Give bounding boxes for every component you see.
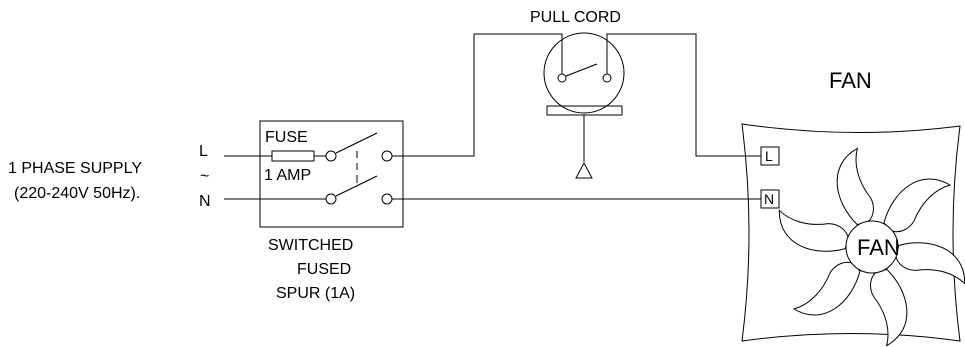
fan-hub: [845, 220, 899, 274]
neutral-switch-blade: [335, 175, 378, 197]
fan-blade: [778, 209, 849, 252]
fan-title: FAN: [829, 68, 872, 93]
spur-caption-line1: SWITCHED: [268, 237, 353, 254]
fan-housing: [741, 123, 961, 342]
supply-label-line1: 1 PHASE SUPPLY: [8, 160, 142, 177]
pull-cord-contact-left: [557, 73, 567, 83]
ac-tilde-label: ~: [200, 168, 209, 185]
fan-blades: [778, 147, 965, 347]
pull-cord-label: PULL CORD: [530, 9, 621, 26]
pull-cord-switch-body: [543, 32, 625, 114]
neutral-label: N: [199, 193, 211, 210]
fan-blade: [836, 147, 874, 226]
pull-cord-mount-plate: [546, 105, 623, 116]
live-label: L: [199, 143, 208, 160]
supply-label-line2: (220-240V 50Hz).: [14, 185, 140, 202]
live-switch-contact-left: [325, 150, 337, 162]
fuse-symbol: [271, 150, 315, 162]
pull-cord-contact-right: [602, 73, 612, 83]
spur-box: [259, 120, 404, 228]
fuse-label: FUSE: [265, 129, 308, 146]
fan-blade: [883, 178, 952, 233]
fan-terminal-live: [760, 146, 780, 166]
pull-cord-handle: [575, 161, 593, 179]
live-wire-to-fan: [606, 33, 761, 157]
fan-blade: [792, 261, 861, 316]
neutral-switch-contact-left: [325, 193, 337, 205]
fan-terminal-neutral-label: N: [764, 191, 774, 207]
spur-caption-line3: SPUR (1A): [276, 285, 355, 302]
neutral-switch-contact-right: [381, 193, 393, 205]
fan-terminal-neutral: [760, 189, 780, 209]
fan-blade: [895, 242, 965, 285]
fan-terminal-live-label: L: [765, 148, 773, 164]
spur-caption-line2: FUSED: [297, 261, 351, 278]
fan-hub-label: FAN: [857, 235, 900, 260]
live-wire-to-pullcord: [392, 33, 563, 157]
fan-blade: [870, 268, 908, 347]
live-switch-blade: [335, 132, 378, 154]
live-switch-contact-right: [381, 150, 393, 162]
pull-cord-switch-blade: [565, 63, 598, 77]
fuse-rating-label: 1 AMP: [264, 167, 311, 184]
